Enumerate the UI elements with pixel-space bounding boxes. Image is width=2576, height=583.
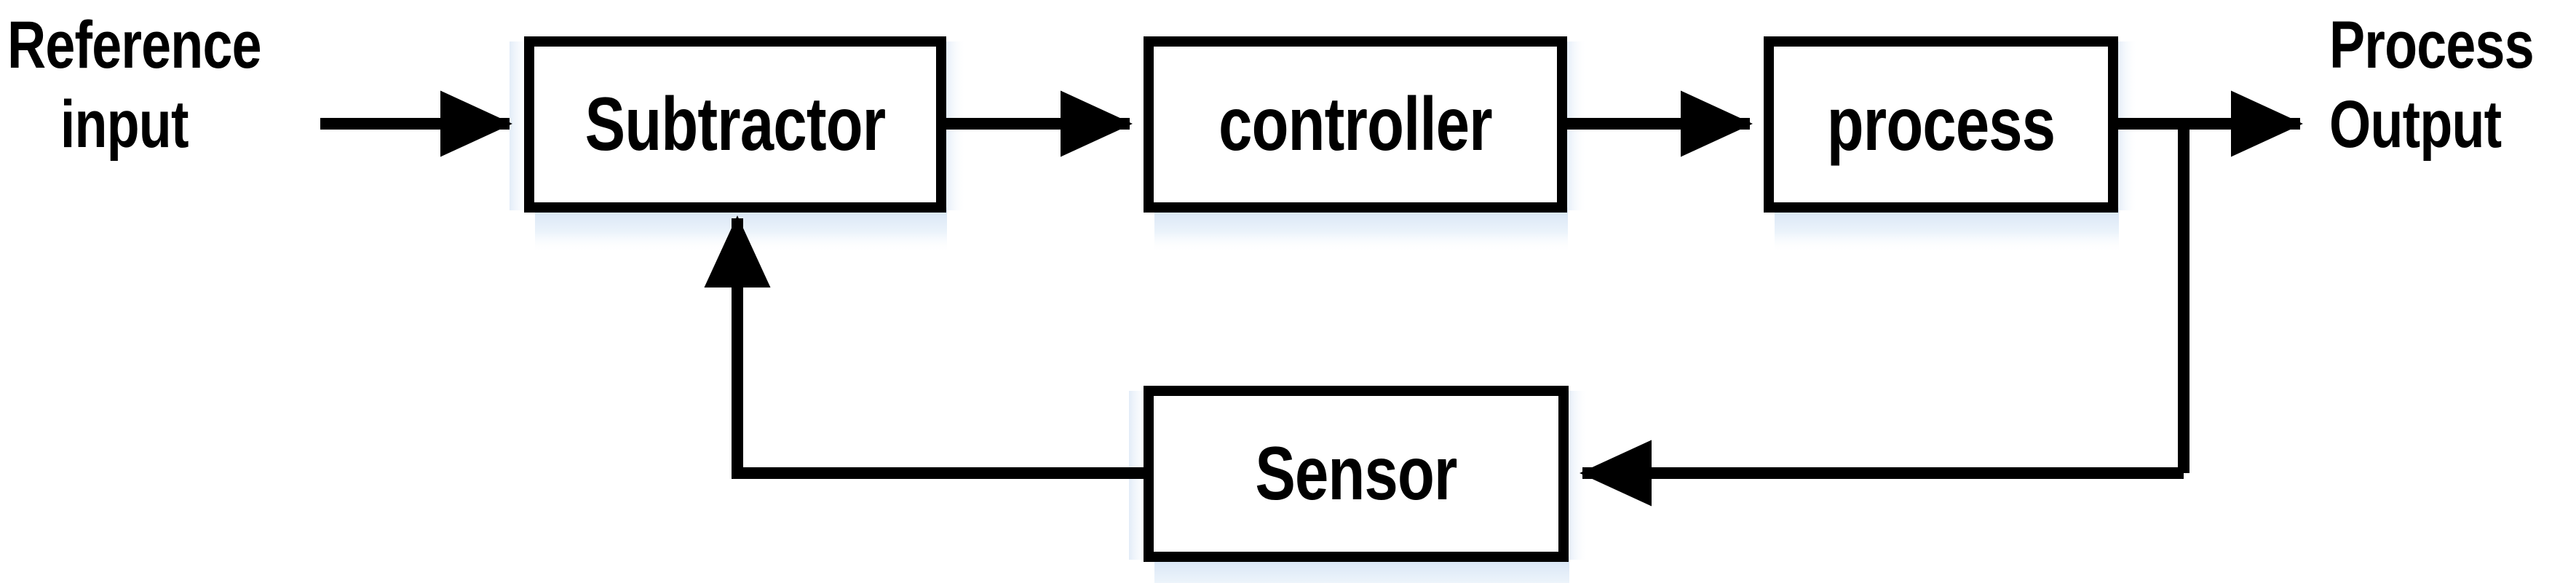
connector-lines <box>320 90 2303 507</box>
label-reference-input: Reference input <box>7 6 262 164</box>
blocks <box>524 36 2118 562</box>
block-process[interactable] <box>1764 36 2118 213</box>
label-process-output-line2: Output <box>2329 87 2502 162</box>
block-sensor[interactable] <box>1144 386 1569 562</box>
block-controller[interactable] <box>1144 36 1567 213</box>
label-process-output-line1: Process <box>2329 8 2535 82</box>
label-reference-input-line1: Reference <box>7 8 262 82</box>
block-subtractor[interactable] <box>524 36 946 213</box>
label-reference-input-line2: input <box>60 87 189 162</box>
label-process-output: Process Output <box>2329 6 2535 164</box>
